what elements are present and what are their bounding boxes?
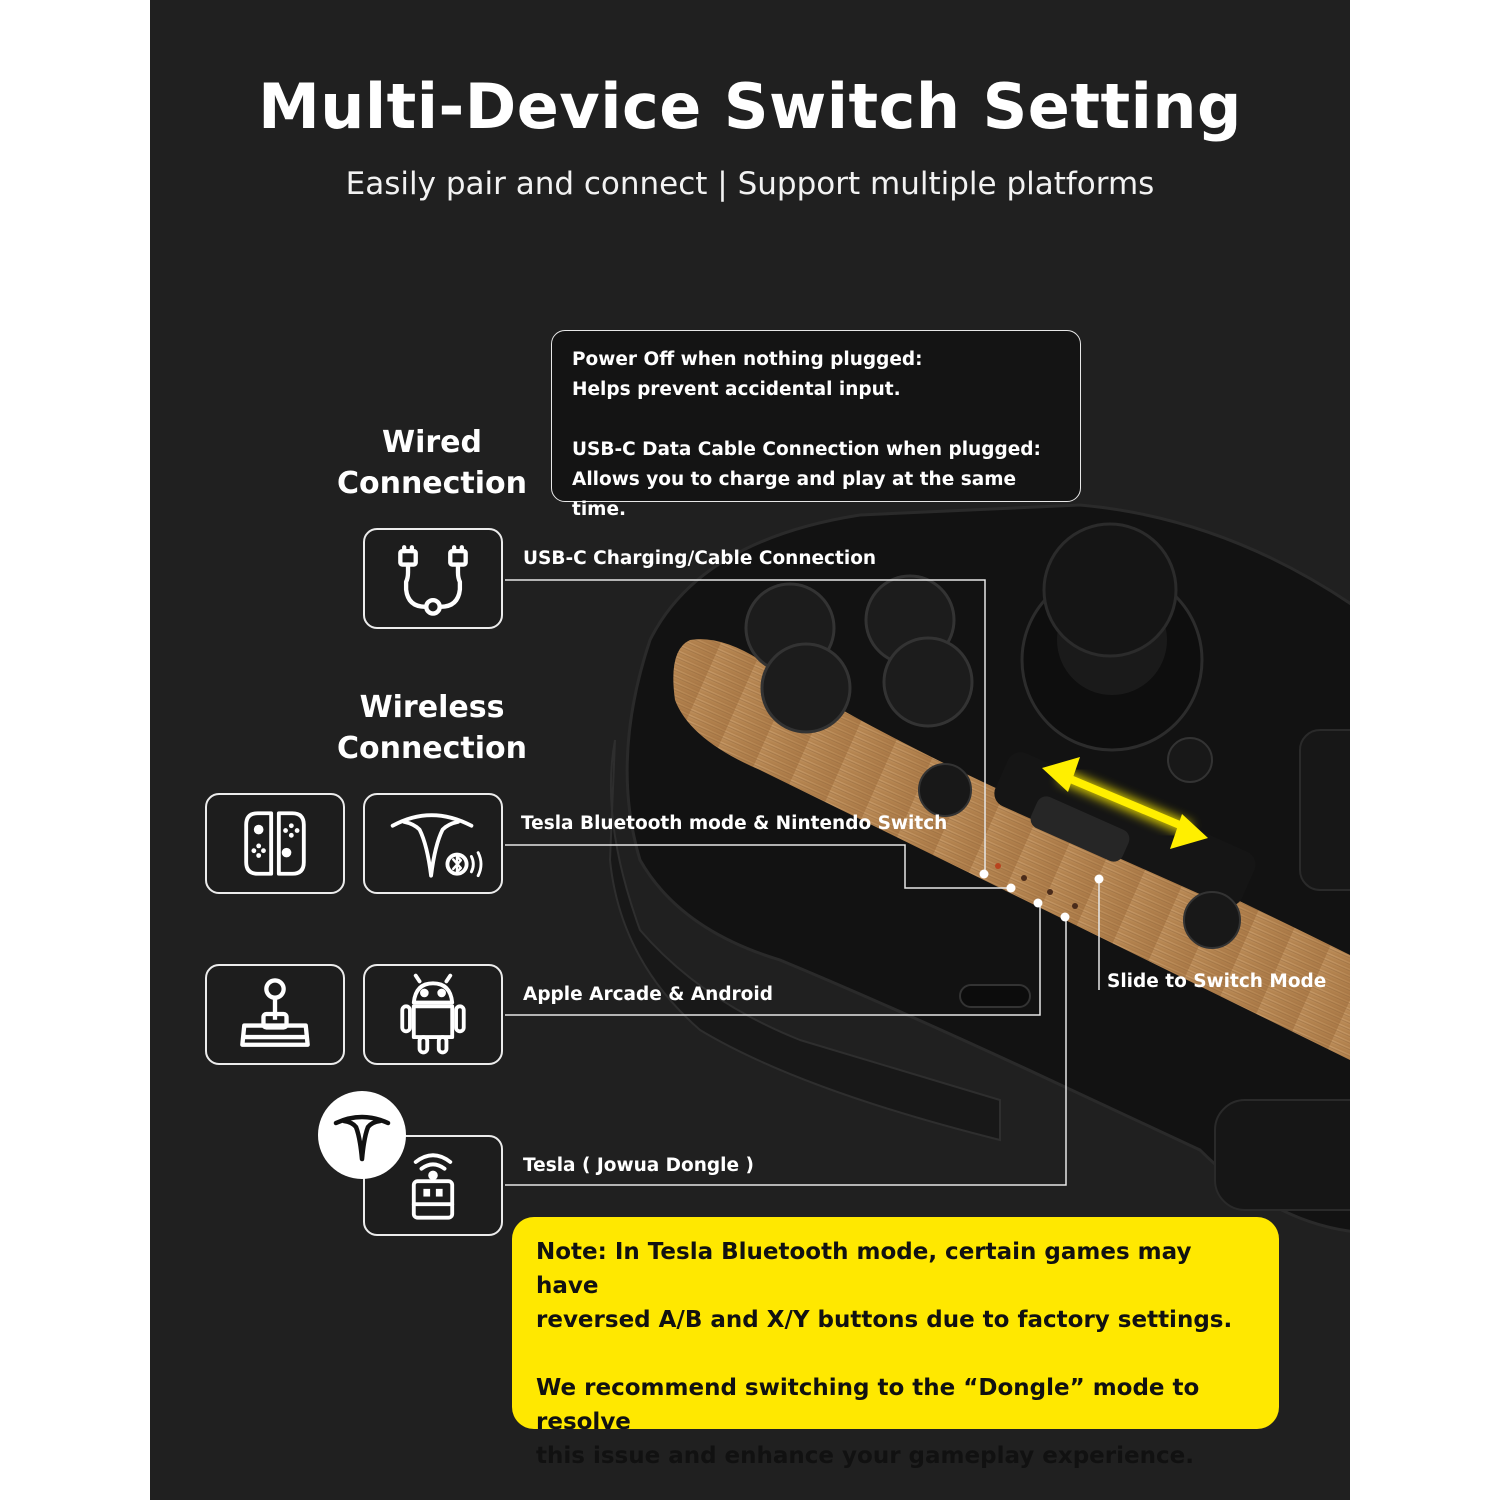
side-button	[1167, 737, 1213, 783]
note-line-1: Note: In Tesla Bluetooth mode, certain g…	[536, 1239, 1192, 1299]
callout-label-apple-android: Apple Arcade & Android	[523, 984, 773, 1005]
joystick-cap	[1042, 522, 1178, 658]
usb-cable-icon	[363, 528, 503, 629]
arcade-joystick-icon	[205, 964, 345, 1065]
face-button-b	[760, 642, 852, 734]
callout-line-dongle	[505, 918, 1067, 1186]
tesla-mode-note: Note: In Tesla Bluetooth mode, certain g…	[512, 1217, 1279, 1469]
page-title: Multi-Device Switch Setting	[258, 70, 1242, 143]
controller-grip	[608, 739, 1001, 1142]
nintendo-switch-icon	[205, 793, 345, 894]
wood-panel	[673, 639, 1350, 1060]
wired-connection-heading: Wired Connection	[336, 425, 528, 501]
home-button	[1183, 891, 1241, 949]
callout-label-tesla-dongle: Tesla ( Jowua Dongle )	[523, 1155, 754, 1176]
plus-button	[918, 763, 972, 817]
power-info-box: Power Off when nothing plugged: Helps pr…	[551, 330, 1081, 520]
led-3	[1047, 889, 1053, 895]
info-line-2: Helps prevent accidental input.	[572, 379, 901, 400]
led-2	[1021, 875, 1027, 881]
callout-line-tesla-bt	[505, 844, 1008, 889]
slide-arrow	[1042, 757, 1208, 849]
callout-label-usb-c: USB-C Charging/Cable Connection	[523, 548, 877, 569]
android-icon	[363, 964, 503, 1065]
callout-line-usb	[505, 579, 986, 872]
note-line-3: We recommend switching to the “Dongle” m…	[536, 1375, 1200, 1435]
info-line-4: Allows you to charge and play at the sam…	[572, 469, 1017, 520]
info-line-3: USB-C Data Cable Connection when plugged…	[572, 439, 1041, 460]
usb-c-port	[959, 984, 1031, 1008]
led-4	[1072, 903, 1078, 909]
info-line-1: Power Off when nothing plugged:	[572, 349, 923, 370]
lower-shoulder	[1214, 1099, 1350, 1211]
led-1	[995, 863, 1001, 869]
page-subtitle: Easily pair and connect | Support multip…	[345, 166, 1155, 202]
note-line-4: this issue and enhance your gameplay exp…	[536, 1443, 1194, 1469]
right-shoulder	[1299, 729, 1350, 891]
face-button-a	[882, 636, 974, 728]
tesla-logo-icon	[318, 1091, 406, 1179]
wireless-connection-heading: Wireless Connection	[336, 690, 528, 766]
callout-label-tesla-bt-switch: Tesla Bluetooth mode & Nintendo Switch	[521, 813, 948, 834]
callout-line-apple-android	[505, 904, 1041, 1016]
callout-label-slide: Slide to Switch Mode	[1107, 971, 1327, 992]
note-line-2: reversed A/B and X/Y buttons due to fact…	[536, 1307, 1233, 1333]
tesla-bluetooth-icon	[363, 793, 503, 894]
mode-slider-track	[994, 752, 1256, 906]
mode-slider-knob	[1030, 796, 1130, 862]
